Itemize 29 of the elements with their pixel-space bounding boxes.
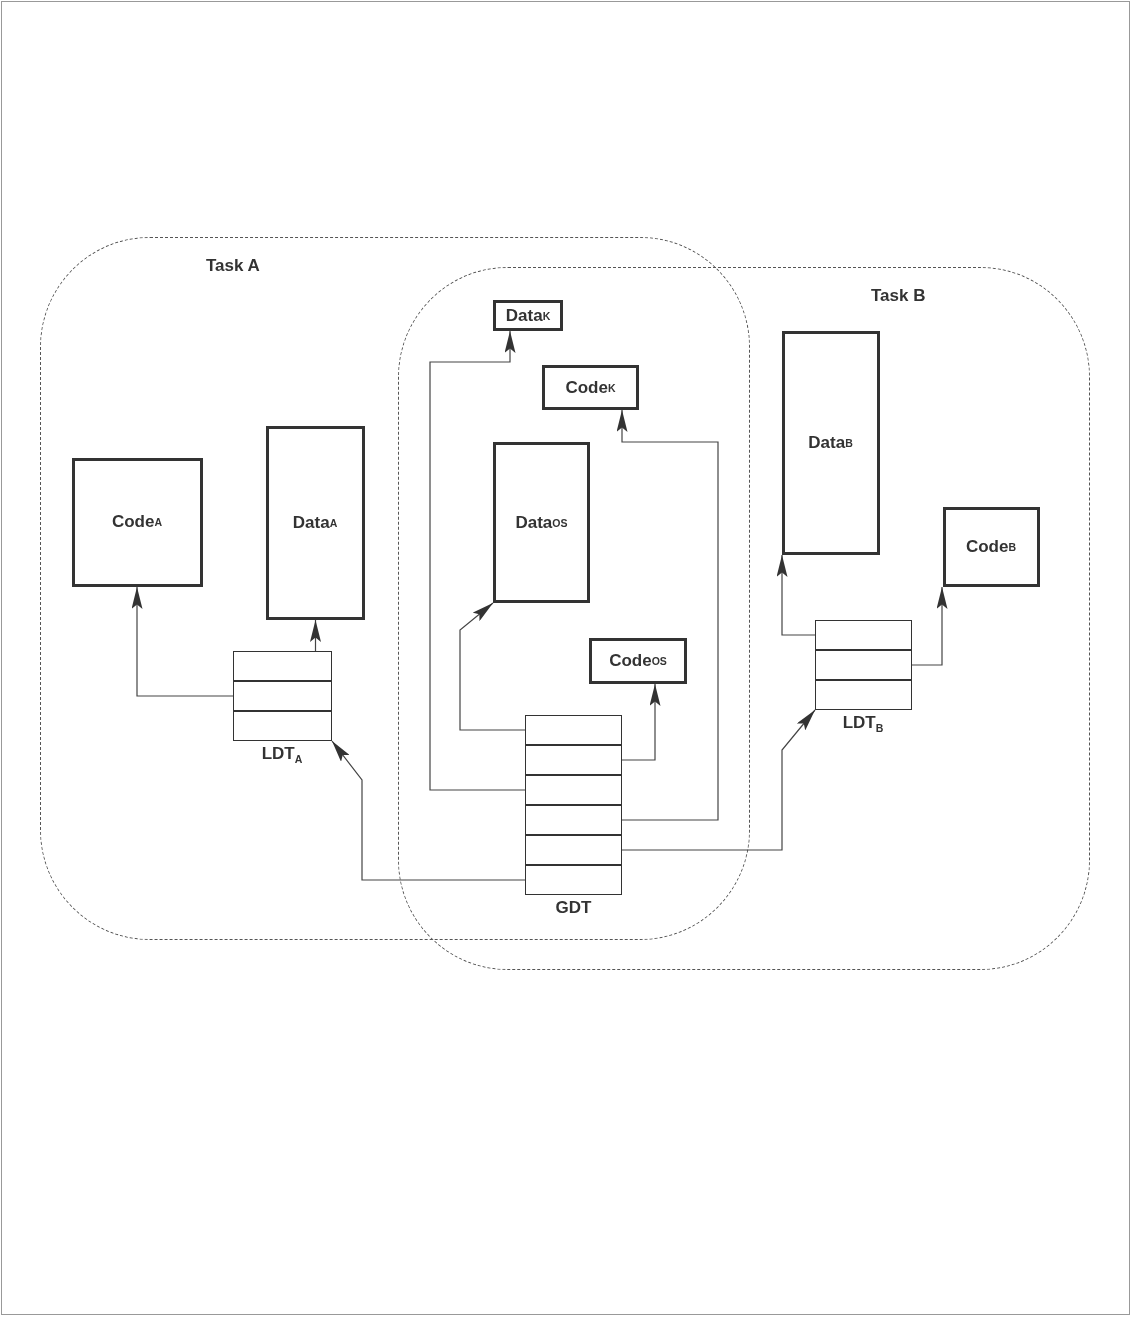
table-row — [525, 745, 622, 775]
table-row — [525, 865, 622, 895]
pointer-arrow — [621, 683, 661, 761]
table-row — [814, 679, 912, 710]
pointer-arrow — [429, 330, 526, 791]
pointer-arrow — [616, 409, 719, 821]
table-row — [525, 805, 622, 835]
table-row — [814, 619, 912, 650]
pointer-arrow — [131, 586, 234, 697]
table-row — [814, 649, 912, 680]
region-label: Task A — [206, 256, 260, 276]
table-row — [525, 775, 622, 805]
table-row — [232, 650, 332, 681]
pointer-arrow — [776, 554, 816, 636]
task-region — [40, 237, 750, 940]
table-label: LDT$_{B}$ — [841, 712, 885, 733]
table-row — [525, 715, 622, 745]
pointer-arrow — [331, 740, 526, 881]
pointer-arrow — [621, 709, 816, 851]
table-row — [525, 835, 622, 865]
task-region — [398, 267, 1090, 970]
pointer-arrow — [310, 619, 321, 652]
table-label: LDT$_{A}$ — [260, 743, 304, 764]
region-label: Task B — [871, 286, 926, 306]
table-label: GDT — [554, 898, 593, 918]
table-row — [232, 680, 332, 711]
pointer-arrow — [911, 586, 948, 666]
table-row — [232, 710, 332, 741]
pointer-arrow — [459, 602, 526, 731]
